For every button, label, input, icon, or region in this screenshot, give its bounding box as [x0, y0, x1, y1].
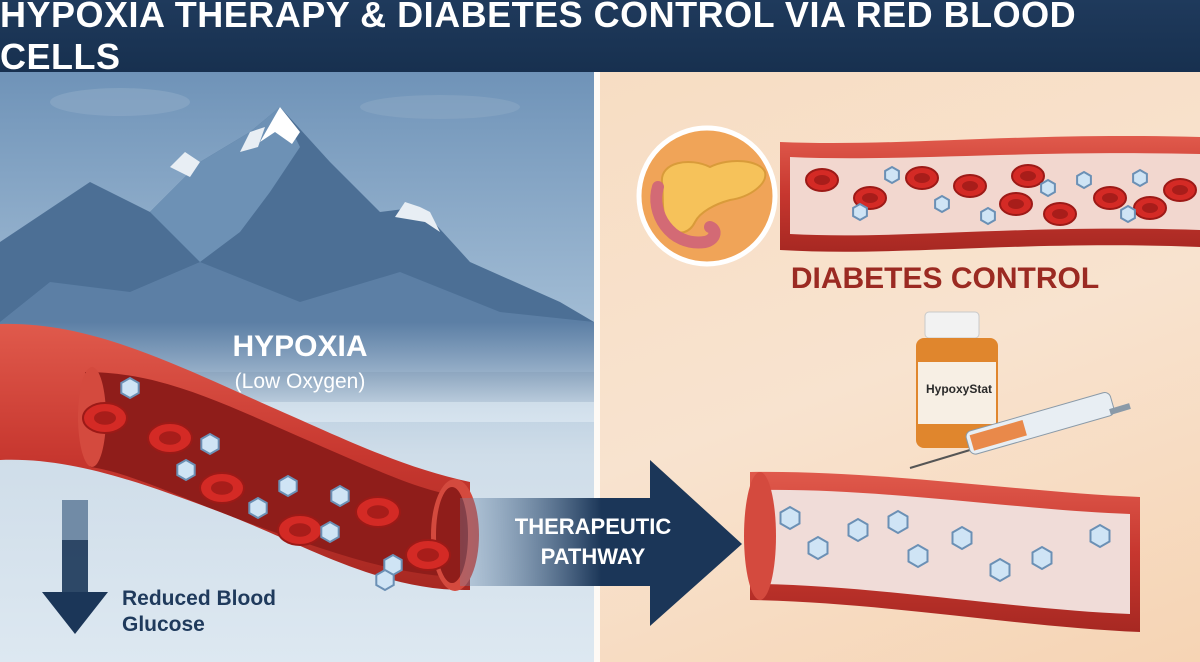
- glucose-molecule: [1089, 523, 1111, 549]
- glucose-molecule: [1120, 204, 1136, 224]
- blood-vessel-bottom-right: [744, 471, 1140, 632]
- glucose-molecule: [884, 165, 900, 185]
- reduced-glucose-line2: Glucose: [122, 613, 205, 636]
- red-blood-cell-center: [367, 505, 389, 519]
- glucose-molecule: [1076, 170, 1092, 190]
- red-blood-cell-center: [1142, 203, 1158, 213]
- red-blood-cell-center: [1102, 193, 1118, 203]
- red-blood-cell-center: [159, 431, 181, 445]
- medicine-bottle-icon: [916, 311, 998, 448]
- reduced-glucose-line1: Reduced Blood: [122, 587, 277, 610]
- red-blood-cell-center: [1020, 171, 1036, 181]
- hypoxia-title: HYPOXIA: [232, 330, 368, 363]
- page-title-bar: HYPOXIA THERAPY & DIABETES CONTROL VIA R…: [0, 0, 1200, 77]
- glucose-molecule: [1031, 545, 1053, 571]
- red-blood-cell-center: [211, 481, 233, 495]
- glucose-molecule: [1040, 178, 1056, 198]
- red-blood-cell-center: [1172, 185, 1188, 195]
- red-blood-cell-center: [962, 181, 978, 191]
- glucose-molecule: [807, 535, 829, 561]
- pathway-line2: PATHWAY: [540, 544, 646, 569]
- glucose-molecule: [907, 543, 929, 569]
- bottle-label: HypoxyStat: [925, 382, 993, 396]
- glucose-molecule: [248, 496, 268, 520]
- pathway-label: THERAPEUTIC PATHWAY: [488, 512, 698, 572]
- hypoxia-panel: HYPOXIA (Low Oxygen): [0, 72, 594, 662]
- pathway-line1: THERAPEUTIC: [514, 514, 672, 539]
- red-blood-cell-center: [289, 523, 311, 537]
- red-blood-cell-center: [814, 175, 830, 185]
- glucose-molecule: [934, 194, 950, 214]
- glucose-molecule: [852, 202, 868, 222]
- glucose-molecule: [951, 525, 973, 551]
- glucose-molecule: [980, 206, 996, 226]
- down-arrow-icon: [42, 500, 108, 634]
- red-blood-cell-center: [1008, 199, 1024, 209]
- syringe-icon: [909, 392, 1131, 469]
- glucose-molecule: [320, 520, 340, 544]
- glucose-molecule: [1132, 168, 1148, 188]
- glucose-molecule: [375, 568, 395, 592]
- glucose-molecule: [847, 517, 869, 543]
- panel-divider: [594, 72, 600, 662]
- red-blood-cell-center: [914, 173, 930, 183]
- red-blood-cell-center: [1052, 209, 1068, 219]
- glucose-molecule: [989, 557, 1011, 583]
- diabetes-illustration: [636, 125, 1200, 632]
- glucose-molecule: [200, 432, 220, 456]
- glucose-molecule: [120, 376, 140, 400]
- pancreas-icon: [636, 125, 778, 267]
- glucose-molecule: [176, 458, 196, 482]
- therapeutic-pathway-arrow: [460, 460, 742, 626]
- glucose-molecule: [779, 505, 801, 531]
- glucose-molecule: [330, 484, 350, 508]
- right-vessel-contents: [779, 164, 1197, 583]
- left-vessel-contents: [82, 376, 451, 592]
- red-blood-cell-center: [417, 548, 439, 562]
- diabetes-title: DIABETES CONTROL: [790, 262, 1100, 295]
- red-blood-cell-center: [94, 411, 116, 425]
- page-title: HYPOXIA THERAPY & DIABETES CONTROL VIA R…: [0, 0, 1077, 77]
- glucose-molecule: [278, 474, 298, 498]
- hypoxia-subtitle: (Low Oxygen): [234, 370, 366, 393]
- reduced-glucose-label: Reduced Blood Glucose: [122, 586, 322, 638]
- glucose-molecule: [887, 509, 909, 535]
- red-blood-cell-center: [862, 193, 878, 203]
